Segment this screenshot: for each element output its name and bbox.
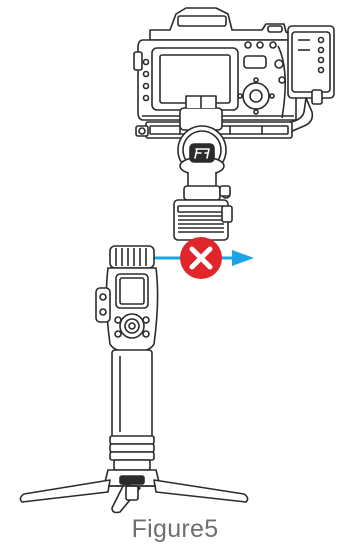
cross-icon	[180, 237, 222, 279]
tripod	[20, 470, 247, 513]
tilt-motor	[178, 96, 230, 200]
pan-motor	[174, 200, 232, 240]
figure-caption: Figure5	[0, 514, 350, 544]
feiyu-logo-icon	[190, 144, 214, 162]
arrow-right-icon	[232, 250, 254, 266]
handle	[96, 246, 158, 470]
